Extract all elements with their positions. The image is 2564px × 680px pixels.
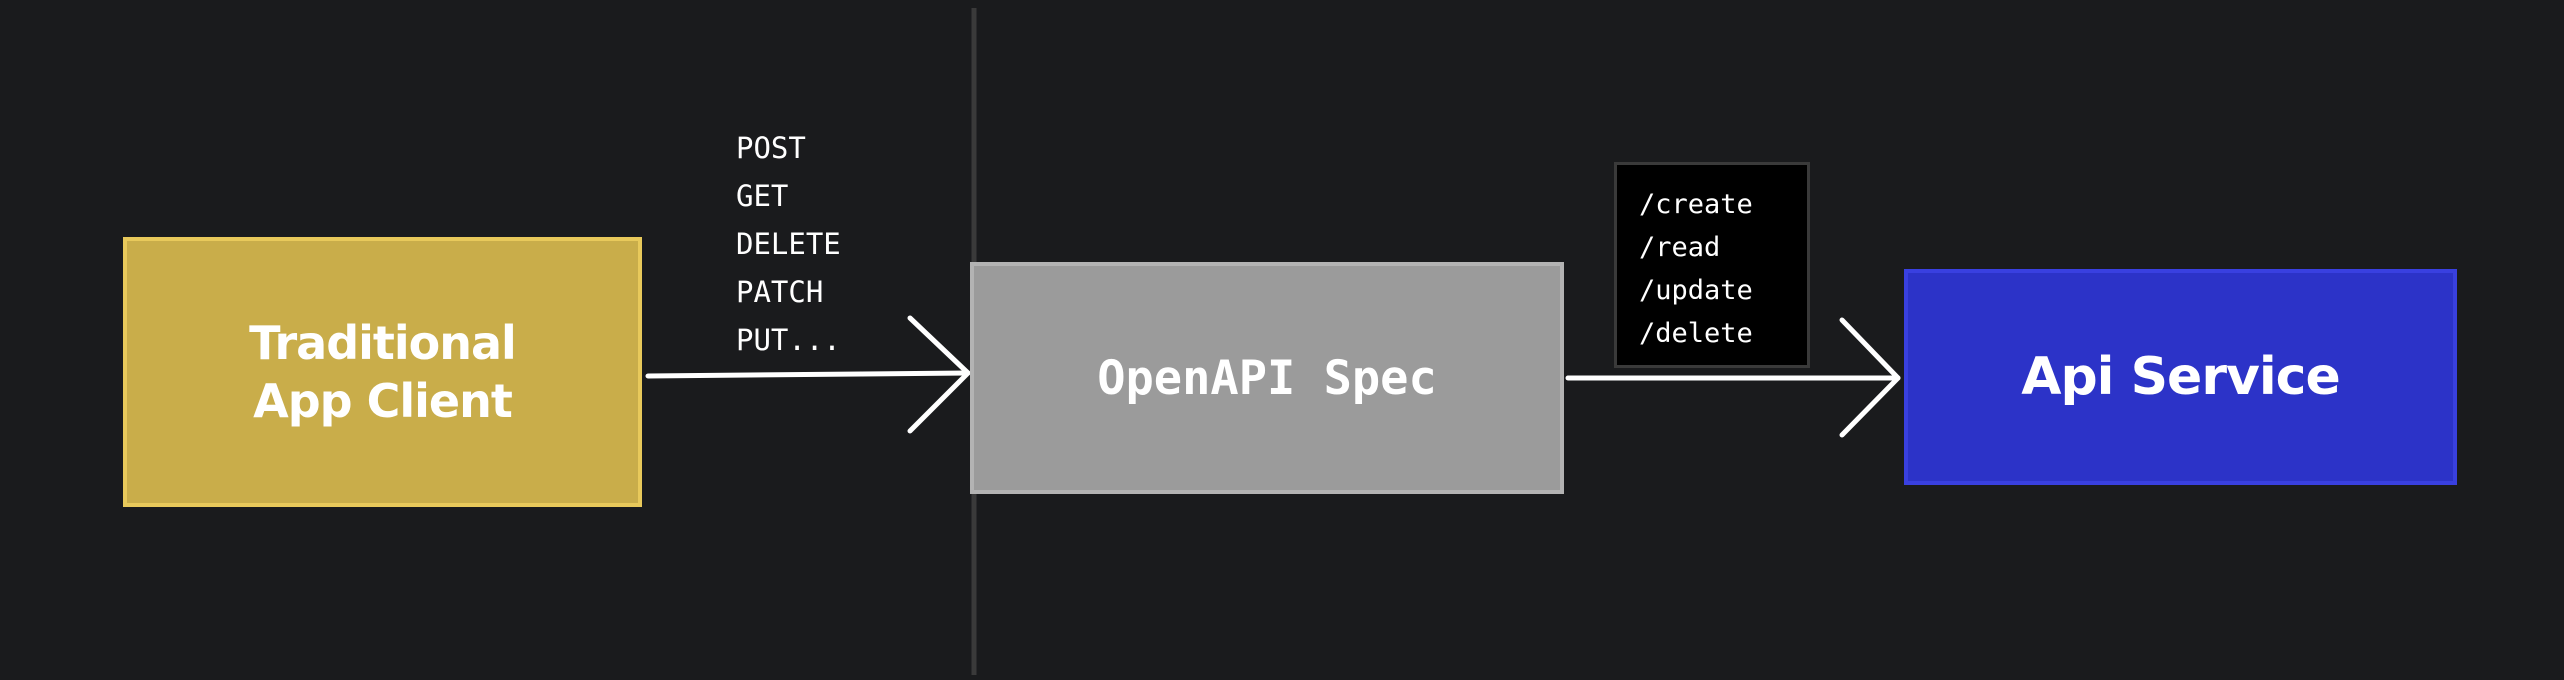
- openapi-spec-node: OpenAPI Spec: [970, 262, 1564, 494]
- http-method-item: DELETE: [736, 227, 841, 261]
- route-item: /delete: [1639, 318, 1753, 349]
- http-method-item: POST: [736, 131, 806, 165]
- routes-panel: /create /read /update /delete: [1614, 162, 1810, 368]
- spec-node-label: OpenAPI Spec: [1097, 350, 1437, 406]
- client-node-label: Traditional App Client: [249, 316, 517, 428]
- route-item: /create: [1639, 189, 1753, 220]
- routes-list: /create /read /update /delete: [1639, 183, 1807, 355]
- arrow-client-to-spec: [645, 315, 971, 434]
- route-item: /update: [1639, 275, 1753, 306]
- arrow-spec-to-service: [1565, 317, 1901, 438]
- traditional-app-client-node: Traditional App Client: [123, 237, 642, 507]
- api-service-node: Api Service: [1904, 269, 2457, 485]
- route-item: /read: [1639, 232, 1721, 263]
- http-method-item: PUT...: [736, 323, 841, 357]
- service-node-label: Api Service: [2021, 347, 2341, 407]
- http-methods-list: POST GET DELETE PATCH PUT...: [736, 124, 841, 364]
- http-method-item: PATCH: [736, 275, 824, 309]
- http-method-item: GET: [736, 179, 789, 213]
